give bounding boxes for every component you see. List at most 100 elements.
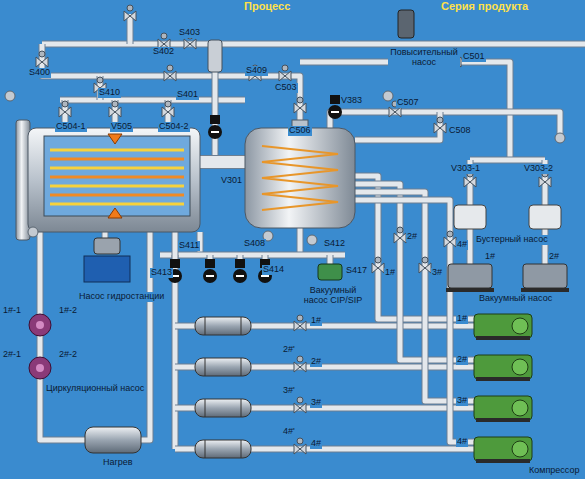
indicator-ball — [5, 91, 15, 101]
exchanger-flange — [205, 317, 206, 335]
tag-label: Циркуляционный насос — [45, 384, 145, 394]
valve-symbol — [184, 39, 196, 49]
pipe-outline — [140, 232, 150, 440]
exchanger-flange — [241, 317, 242, 335]
valve-symbol — [294, 103, 306, 113]
tag-label: Нагрев — [102, 458, 134, 468]
valve-actuator — [205, 259, 215, 268]
valve-symbol — [444, 237, 456, 247]
tag-label: V383 — [340, 96, 363, 106]
pipe-outline — [42, 44, 300, 130]
valve-actuator — [161, 33, 167, 39]
compressor-motor — [512, 359, 528, 375]
pipe-outline — [352, 200, 474, 442]
valve-actuator — [165, 101, 171, 107]
valve-actuator — [127, 5, 133, 11]
tag-label: C504-2 — [158, 122, 190, 132]
tag-label: Насос гидростанции — [78, 292, 165, 302]
tag-label: 2# — [310, 357, 322, 367]
shelf — [50, 167, 184, 170]
indicator-ball — [383, 91, 393, 101]
tag-label: 2#-1 — [2, 350, 22, 360]
tag-label: V505 — [110, 122, 133, 132]
tag-label: Повысительный насос — [388, 48, 460, 68]
valve-symbol — [164, 71, 176, 81]
tag-label: S413 — [150, 268, 173, 278]
tag-label: 4# — [456, 240, 468, 250]
tag-label: 1# — [384, 268, 396, 278]
shelf — [50, 158, 184, 161]
valve-symbol — [464, 177, 476, 187]
pipe-outline — [40, 232, 86, 440]
tag-label: S401 — [176, 90, 199, 100]
shelf — [50, 194, 184, 197]
tag-label: S412 — [323, 239, 346, 249]
booster-pump — [454, 205, 486, 229]
vacuum-pump — [523, 264, 567, 288]
tag-label: S411 — [178, 241, 200, 251]
exchanger-flange — [205, 440, 206, 458]
valve-symbol — [539, 177, 551, 187]
tag-label: 2# — [456, 355, 468, 365]
press-arrow — [108, 208, 122, 218]
tag-label: C503 — [274, 83, 298, 93]
valve-actuator — [437, 117, 443, 123]
valve-actuator — [297, 97, 303, 103]
tag-label: 2#' — [282, 345, 296, 355]
pipe — [198, 156, 248, 168]
valve-actuator — [297, 356, 303, 362]
pipe — [42, 44, 300, 130]
pipe — [352, 200, 474, 442]
exchanger-flange — [241, 358, 242, 376]
heat-exchanger — [195, 440, 251, 458]
pipe-outline — [42, 41, 585, 48]
pipe-outline — [355, 112, 440, 140]
tag-label: 4# — [456, 437, 468, 447]
pipe — [543, 228, 548, 264]
valve-symbol — [59, 107, 71, 117]
heater — [85, 427, 141, 453]
pipe — [42, 42, 585, 47]
tag-label: 3# — [431, 268, 443, 278]
cip-vacuum-pump — [318, 264, 342, 280]
valve-symbol — [279, 71, 291, 81]
shelf — [50, 185, 184, 188]
valve-actuator — [62, 101, 68, 107]
drying-chamber — [28, 128, 200, 232]
valve-actuator — [297, 397, 303, 403]
valve-symbol — [434, 123, 446, 133]
tag-label: 1#-1 — [2, 306, 22, 316]
pump-hub — [36, 321, 44, 329]
valve-symbol — [294, 362, 306, 372]
valve-actuator — [422, 257, 428, 263]
valve-actuator — [282, 65, 288, 71]
tag-label: S402 — [152, 47, 175, 57]
circulation-pump — [29, 314, 51, 336]
valve-actuator — [97, 77, 103, 83]
tag-label: S408 — [243, 239, 266, 249]
tag-label: S400 — [28, 68, 51, 78]
booster-pump — [529, 205, 561, 229]
tag-label: C507 — [396, 98, 420, 108]
tag-label: S409 — [245, 66, 268, 76]
tag-label: S410 — [98, 88, 121, 98]
shelf — [50, 176, 184, 179]
valve-actuator — [297, 438, 303, 444]
hydraulic-tank — [84, 256, 130, 282]
compressor — [474, 396, 532, 420]
butterfly-valve — [208, 125, 222, 139]
pipe-outline — [470, 157, 545, 164]
pipe — [140, 232, 150, 440]
compressor — [474, 355, 532, 379]
pipe — [128, 14, 133, 44]
compressor-motor — [512, 400, 528, 416]
tag-label: S403 — [178, 28, 201, 38]
valve-symbol — [109, 107, 121, 117]
tag-label: C501 — [462, 52, 486, 62]
tag-label: S417 — [345, 266, 368, 276]
tag-label: C508 — [448, 126, 472, 136]
valve-disc — [331, 111, 339, 113]
tag-label: 4#' — [282, 427, 296, 437]
valve-symbol — [162, 107, 174, 117]
vacuum-pump — [448, 264, 492, 288]
